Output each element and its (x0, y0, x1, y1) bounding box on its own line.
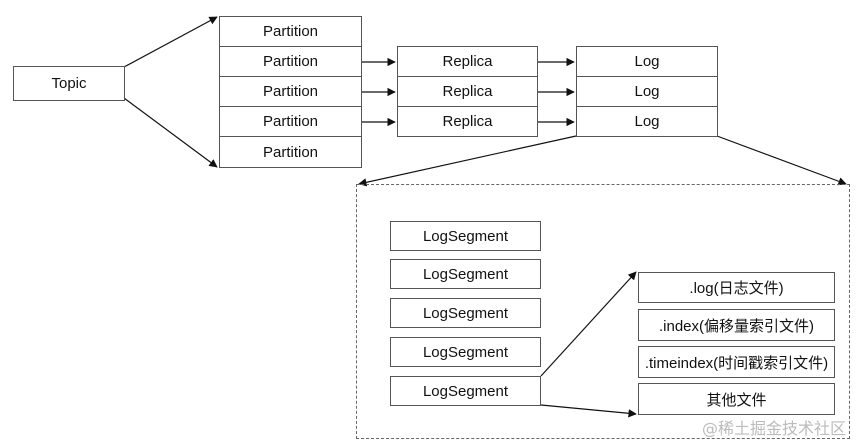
log-detail-region (356, 184, 850, 439)
log-segment-box: LogSegment (390, 221, 541, 251)
other-files-box: 其他文件 (638, 383, 835, 415)
watermark: @稀土掘金技术社区 (701, 419, 846, 438)
log-box: Log (576, 76, 718, 107)
replica-box: Replica (397, 46, 538, 77)
partition-box: Partition (219, 46, 362, 77)
segment-to-other-files-arrow (540, 404, 637, 418)
log-zoom-left-arrow (358, 135, 577, 187)
log-segment-box: LogSegment (390, 298, 541, 328)
segment-to-log-file-arrow (540, 271, 637, 377)
log-segment-box: LogSegment (390, 376, 541, 406)
log-segment-box: LogSegment (390, 337, 541, 367)
topic-to-last-partition-arrow (123, 97, 218, 168)
log-segment-box: LogSegment (390, 259, 541, 289)
log-file-box: .log(日志文件) (638, 272, 835, 303)
log-box: Log (576, 46, 718, 77)
index-file-box: .index(偏移量索引文件) (638, 309, 835, 341)
replica-box: Replica (397, 106, 538, 137)
timeindex-file-box: .timeindex(时间戳索引文件) (638, 346, 835, 378)
log-box: Log (576, 106, 718, 137)
replica-box: Replica (397, 76, 538, 107)
partition-box: Partition (219, 16, 362, 47)
partition-box: Partition (219, 136, 362, 168)
log-zoom-right-arrow (716, 135, 847, 186)
partition-box: Partition (219, 106, 362, 137)
partition-box: Partition (219, 76, 362, 107)
topic-box: Topic (13, 66, 125, 101)
topic-to-first-partition-arrow (123, 16, 218, 68)
